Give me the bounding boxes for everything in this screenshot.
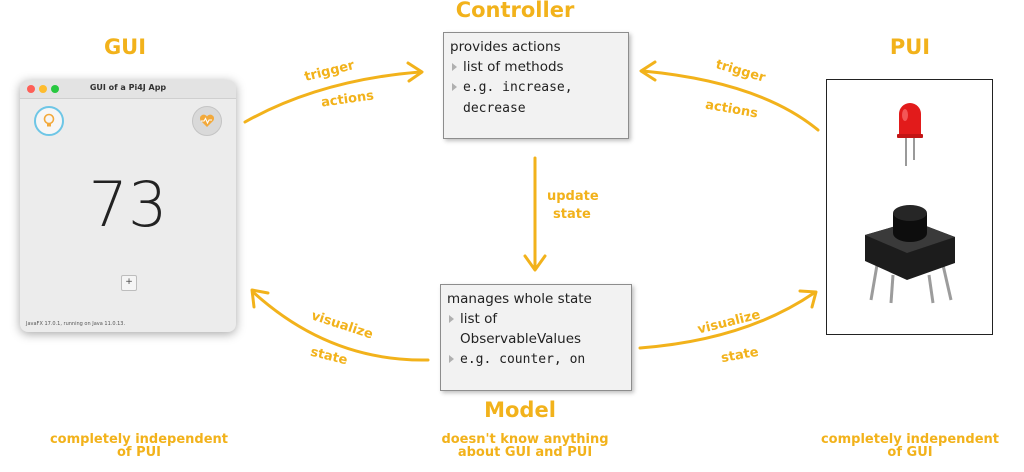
gui-note: completely independent of PUI bbox=[24, 433, 254, 459]
arrowhead-controller-to-model bbox=[523, 254, 547, 272]
heartbeat-button[interactable] bbox=[192, 106, 222, 136]
model-note-line1: doesn't know anything bbox=[441, 432, 609, 447]
minimize-dot[interactable] bbox=[39, 85, 47, 93]
bullet-icon bbox=[449, 314, 454, 323]
pui-note-line2: of GUI bbox=[887, 445, 933, 460]
gui-note-line2: of PUI bbox=[116, 445, 162, 460]
gui-window: GUI of a Pi4J App 73 + JavaFX 17.0.1, ru… bbox=[20, 80, 236, 332]
controller-example-cont: decrease bbox=[463, 101, 526, 116]
controller-methods: list of methods bbox=[463, 59, 564, 75]
model-box: manages whole state list of ObservableVa… bbox=[440, 284, 632, 391]
pushbutton-image bbox=[865, 205, 955, 304]
arrowhead-pui-to-controller bbox=[639, 60, 657, 82]
arrowhead-model-to-gui bbox=[250, 288, 270, 309]
arrowhead-model-to-pui bbox=[798, 289, 818, 309]
zoom-dot[interactable] bbox=[51, 85, 59, 93]
pui-panel bbox=[826, 79, 993, 335]
gui-note-line1: completely independent bbox=[49, 432, 229, 447]
bullet-icon bbox=[452, 62, 457, 71]
model-desc: manages whole state bbox=[447, 291, 592, 307]
bullet-icon bbox=[452, 82, 457, 91]
lightbulb-icon bbox=[43, 113, 55, 127]
label-update: update bbox=[547, 189, 599, 204]
arrowhead-gui-to-controller bbox=[406, 61, 424, 83]
gui-title: GUI bbox=[103, 35, 147, 59]
pui-note: completely independent of GUI bbox=[800, 433, 1020, 459]
arrow-pui-to-controller bbox=[641, 69, 820, 132]
status-text: JavaFX 17.0.1, running on Java 11.0.13. bbox=[26, 321, 126, 327]
bullet-icon bbox=[449, 354, 454, 363]
gui-titlebar: GUI of a Pi4J App bbox=[20, 80, 236, 99]
controller-title: Controller bbox=[455, 0, 575, 22]
increase-button[interactable]: + bbox=[121, 275, 137, 291]
pui-title: PUI bbox=[889, 35, 931, 59]
model-list-cont: ObservableValues bbox=[460, 331, 582, 347]
close-dot[interactable] bbox=[27, 85, 35, 93]
model-title: Model bbox=[484, 398, 556, 422]
heart-pulse-icon bbox=[199, 114, 215, 127]
lightbulb-button[interactable] bbox=[34, 106, 64, 136]
model-example: e.g. counter, on bbox=[460, 352, 586, 367]
arrow-model-to-gui bbox=[251, 290, 430, 362]
controller-desc: provides actions bbox=[450, 39, 561, 55]
model-list: list of bbox=[460, 311, 498, 327]
controller-box: provides actions list of methods e.g. in… bbox=[443, 32, 629, 139]
counter-value: 73 bbox=[88, 168, 168, 241]
model-note: doesn't know anything about GUI and PUI bbox=[420, 433, 630, 459]
window-title: GUI of a Pi4J App bbox=[89, 83, 167, 92]
pui-note-line1: completely independent bbox=[820, 432, 1000, 447]
arrow-model-to-pui bbox=[638, 291, 816, 350]
label-state-center: state bbox=[553, 207, 591, 222]
model-note-line2: about GUI and PUI bbox=[457, 445, 593, 460]
arrow-gui-to-controller bbox=[243, 70, 422, 124]
led-image bbox=[897, 103, 923, 166]
controller-example: e.g. increase, bbox=[463, 80, 573, 95]
